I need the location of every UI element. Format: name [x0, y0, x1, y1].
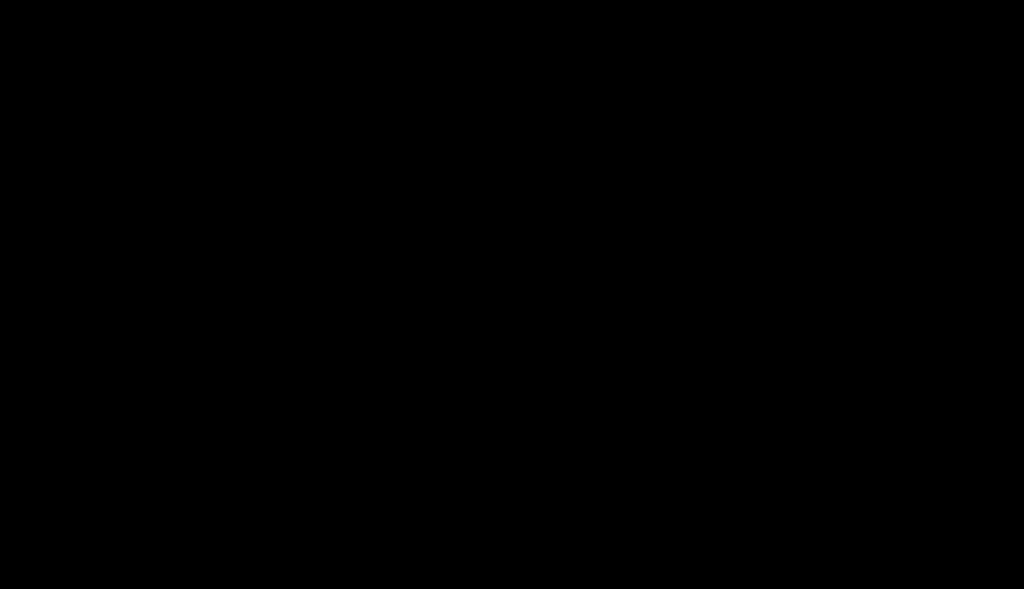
- server-callout-item-1: - terminates the SSL-tunnel: [598, 541, 750, 555]
- network-title-line2: network: [302, 276, 432, 314]
- back-end-server-icon: [829, 349, 889, 428]
- client-3-line2: client: [928, 155, 958, 169]
- cloud-firewall-link: [589, 334, 629, 376]
- router-label: router: [688, 429, 721, 443]
- member-state-1-link: [81, 159, 251, 196]
- member-state-right-label: Member State: [622, 75, 694, 87]
- path-member-state-3: [101, 389, 251, 441]
- external-org-label: External organisation: [650, 111, 767, 125]
- tcp-ip-cloud: [204, 104, 598, 471]
- data-centre-label: Data centre: [650, 297, 715, 311]
- ssl-pointer-2: [561, 399, 573, 513]
- signed-document-icon-1: [469, 219, 501, 279]
- core-server-icon: [759, 351, 809, 429]
- ssl-pointer-1: [519, 399, 566, 513]
- client-1-line2: application: [684, 155, 744, 169]
- arrow-member-state-2: [102, 306, 114, 318]
- client-callout-item-2: - signs the message: [114, 47, 226, 61]
- member-state-2-label: Member State: [6, 231, 78, 243]
- certificate-icon-2: [717, 331, 745, 351]
- signed-document-icon-2: [291, 317, 323, 379]
- firewall-icon: [627, 365, 663, 427]
- client-callout-item-1: - checks the server certificate: [114, 29, 277, 43]
- core-label-line2: core: [768, 445, 792, 459]
- message-2-line1: signed: [318, 387, 355, 401]
- client-workstation-1: [667, 171, 765, 256]
- client-workstation-2: [777, 171, 873, 256]
- message-2-line2: XML-message: [282, 405, 363, 419]
- server-pointer-1: [699, 404, 771, 513]
- path-member-state-1: [84, 137, 661, 403]
- callout-line-b: [71, 61, 196, 129]
- plain-pointer-2: [821, 399, 839, 513]
- core-label-line1: Eucaris-II: [748, 429, 801, 443]
- server-callout-heading: the server:: [598, 525, 652, 537]
- message-1-line2: XML-message: [478, 297, 559, 311]
- client-server-icon: [37, 121, 81, 189]
- router-core-link: [731, 389, 761, 399]
- router-icon: [687, 383, 735, 415]
- member-state-3-label: Member State: [6, 383, 78, 395]
- back-end-label: back-end: [828, 429, 879, 443]
- message-1-line1: signed: [506, 279, 543, 293]
- ssl-tunnel-label: 1-sided SSL-tunnel: [446, 523, 552, 537]
- client-callout-heading: the client:: [114, 11, 168, 25]
- connectors: [67, 39, 859, 513]
- firewall-label: firewall: [624, 429, 663, 443]
- client-2-line1: client: [812, 139, 842, 153]
- plain-text-label: plain text messages: [788, 526, 898, 540]
- client-1-line1: client: [686, 139, 716, 153]
- client-3-line1: and/or customized: [872, 139, 974, 153]
- client-workstation-3: [883, 171, 983, 256]
- client-2-line2: application: [794, 155, 854, 169]
- path-member-state-2: [109, 311, 256, 346]
- member-state-1-label: Member State: [6, 75, 78, 87]
- callout-line-a: [67, 39, 211, 129]
- plain-pointer-1: [809, 399, 821, 513]
- server-callout-item-2: - checks the signature: [598, 559, 720, 573]
- message-paths: [84, 137, 661, 441]
- network-title-line1: TCP/IP: [308, 238, 418, 276]
